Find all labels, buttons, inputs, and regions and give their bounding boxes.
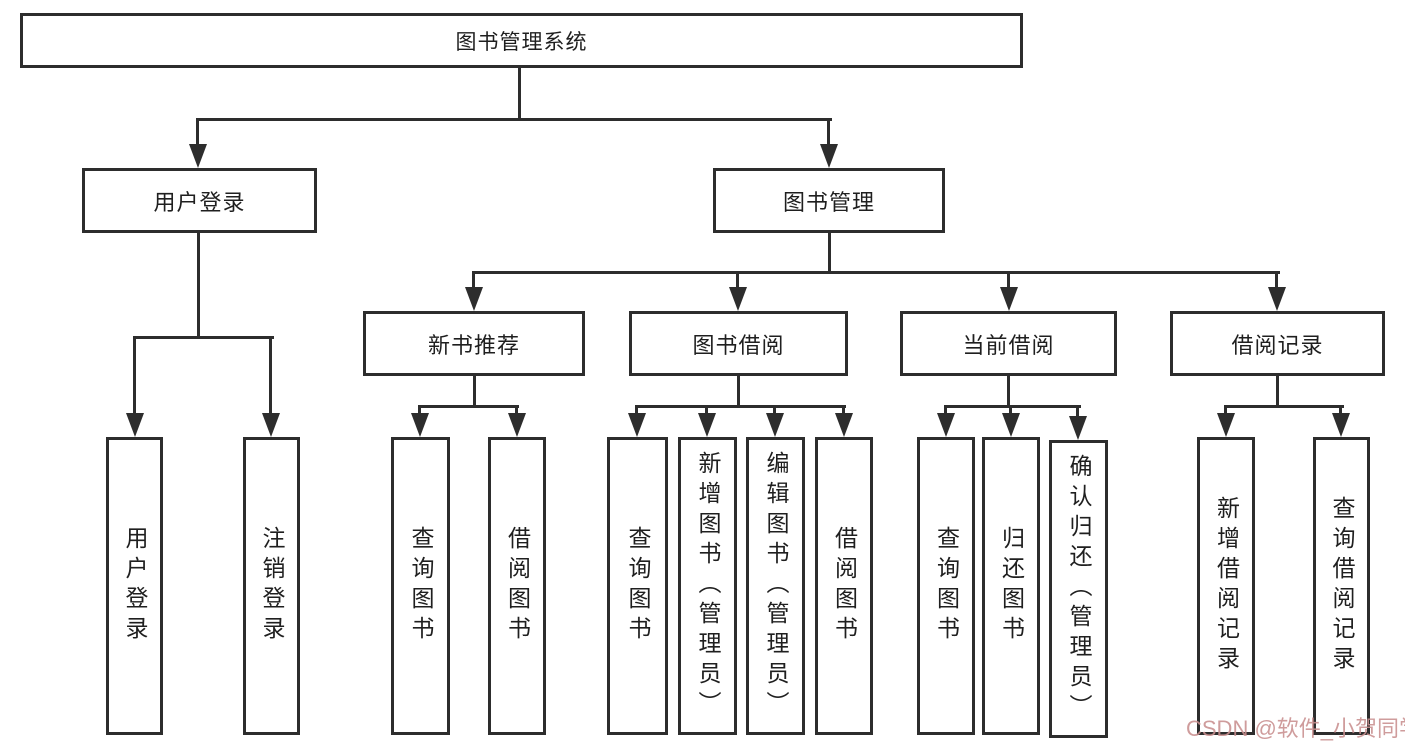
leaf-confirm-return-admin: 确认归还（管理员） <box>1049 440 1108 738</box>
node-label: 编辑图书（管理员） <box>763 451 789 721</box>
node-label: 用户登录 <box>153 189 246 215</box>
arrow-down-icon <box>262 336 280 437</box>
node-label: 查询图书 <box>933 526 960 646</box>
arrow-down-icon <box>1000 271 1018 311</box>
arrow-down-icon <box>126 336 144 437</box>
arrow-down-icon <box>189 118 207 168</box>
leaf-query-borrowing-record: 查询借阅记录 <box>1313 437 1370 735</box>
node-label: 借阅图书 <box>504 526 531 646</box>
leaf-query-books-current: 查询图书 <box>917 437 975 735</box>
node-user-login: 用户登录 <box>82 168 317 233</box>
connector-line <box>473 376 476 405</box>
leaf-borrow-books-borrowing: 借阅图书 <box>815 437 873 735</box>
arrow-down-icon <box>1217 405 1235 437</box>
arrow-down-icon <box>698 405 716 437</box>
csdn-watermark: CSDN @软件_小贺同学 <box>1186 716 1405 741</box>
connector-line <box>472 271 1280 274</box>
leaf-query-books-recommend: 查询图书 <box>391 437 450 735</box>
arrow-down-icon <box>766 405 784 437</box>
arrow-down-icon <box>465 271 483 311</box>
arrow-down-icon <box>1069 405 1087 440</box>
connector-line <box>828 233 831 271</box>
leaf-user-login: 用户登录 <box>106 437 163 735</box>
connector-line <box>197 118 832 121</box>
node-label: 查询图书 <box>625 526 651 646</box>
connector-line <box>1007 376 1010 405</box>
node-label: 新增图书（管理员） <box>695 451 721 721</box>
node-label: 新书推荐 <box>427 332 520 358</box>
node-new-book-recommendation: 新书推荐 <box>363 311 585 376</box>
connector-line <box>636 405 846 408</box>
arrow-down-icon <box>1002 405 1020 437</box>
connector-line <box>133 336 274 339</box>
arrow-down-icon <box>508 405 526 437</box>
arrow-down-icon <box>820 118 838 168</box>
node-book-borrowing: 图书借阅 <box>629 311 848 376</box>
node-library-system: 图书管理系统 <box>20 13 1023 68</box>
arrow-down-icon <box>729 271 747 311</box>
node-label: 注销登录 <box>259 526 285 646</box>
node-label: 归还图书 <box>998 526 1025 646</box>
node-label: 当前借阅 <box>962 332 1055 358</box>
node-label: 用户登录 <box>122 526 148 646</box>
leaf-borrow-books-recommend: 借阅图书 <box>488 437 546 735</box>
arrow-down-icon <box>1332 405 1350 437</box>
connector-line <box>944 405 1081 408</box>
node-label: 借阅图书 <box>831 526 858 646</box>
node-borrowing-records: 借阅记录 <box>1170 311 1385 376</box>
connector-line <box>518 68 521 118</box>
connector-line <box>1276 376 1279 405</box>
node-label: 图书管理系统 <box>455 30 588 54</box>
node-label: 借阅记录 <box>1231 332 1324 358</box>
leaf-edit-books-admin: 编辑图书（管理员） <box>746 437 805 735</box>
node-label: 图书管理 <box>782 189 875 215</box>
leaf-logout: 注销登录 <box>243 437 300 735</box>
connector-line <box>737 376 740 405</box>
arrow-down-icon <box>1268 271 1286 311</box>
connector-line <box>419 405 519 408</box>
node-label: 确认归还（管理员） <box>1066 454 1092 724</box>
leaf-add-books-admin: 新增图书（管理员） <box>678 437 737 735</box>
node-book-management: 图书管理 <box>713 168 945 233</box>
node-label: 图书借阅 <box>692 332 785 358</box>
leaf-query-books-borrowing: 查询图书 <box>607 437 668 735</box>
arrow-down-icon <box>411 405 429 437</box>
node-current-borrowing: 当前借阅 <box>900 311 1117 376</box>
connector-line <box>197 233 200 336</box>
node-label: 新增借阅记录 <box>1213 496 1240 676</box>
arrow-down-icon <box>835 405 853 437</box>
arrow-down-icon <box>628 405 646 437</box>
arrow-down-icon <box>937 405 955 437</box>
node-label: 查询图书 <box>408 526 434 646</box>
leaf-return-books: 归还图书 <box>982 437 1040 735</box>
leaf-add-borrowing-record: 新增借阅记录 <box>1197 437 1255 735</box>
node-label: 查询借阅记录 <box>1329 496 1355 676</box>
connector-line <box>1224 405 1344 408</box>
